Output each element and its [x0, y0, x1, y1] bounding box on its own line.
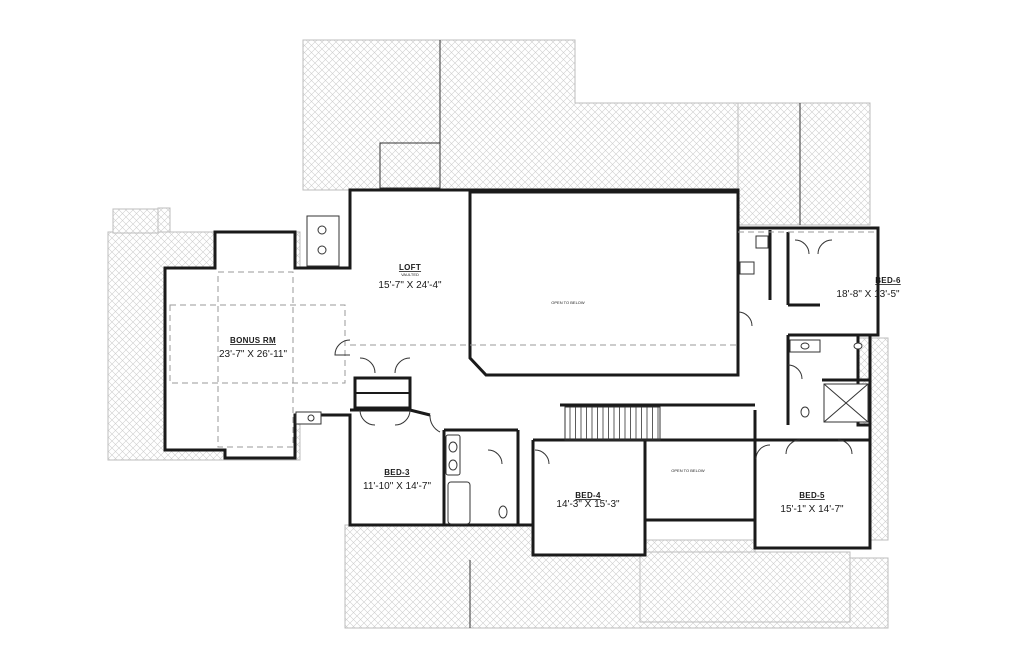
door-swing: [394, 409, 411, 426]
roof-bath-outline: [306, 215, 340, 267]
door-swing: [359, 409, 376, 426]
bed3-room-name: BED-3: [384, 468, 410, 477]
door-swing: [429, 414, 441, 433]
sink-icon: [307, 414, 315, 422]
open-to-below-2-label: OPEN TO BELOW: [671, 468, 705, 473]
roof-bottom-right: [639, 551, 851, 623]
dashed-lines: [169, 231, 878, 448]
vanity-bath6: [739, 261, 755, 275]
door-swing: [359, 357, 376, 374]
bath2-wall: [788, 333, 872, 425]
bonus-dashed-1: [217, 271, 294, 448]
shower-drain-line: [823, 383, 869, 423]
loft-room-note: VAULTED: [401, 272, 419, 277]
bed4-room-name: BED-4: [575, 491, 601, 500]
room-labels: BONUS RM 23'-7" X 26'-11" LOFT VAULTED 1…: [219, 263, 901, 515]
door-swing: [737, 311, 753, 327]
toilet-icon: [800, 406, 810, 418]
bed5-room-name: BED-5: [799, 491, 825, 500]
door-swing: [817, 239, 833, 255]
door-swing: [787, 364, 803, 380]
stair-run: [564, 406, 661, 441]
sink-icon: [317, 245, 327, 255]
open-to-below-1-label: OPEN TO BELOW: [551, 300, 585, 305]
bed6-room-name: BED-6: [875, 276, 901, 285]
sink-icon: [853, 342, 863, 350]
door-swing: [837, 439, 853, 455]
bed6-room-dim: 18'-8" X 13'-5": [836, 289, 900, 300]
roof-top-center: [302, 39, 739, 191]
door-swing: [534, 449, 550, 465]
fixtures: [295, 215, 869, 525]
roof-left-gable: [112, 208, 159, 234]
roof-lines: [379, 40, 801, 628]
bed5-room-dim: 15'-1" X 14'-7": [780, 504, 844, 515]
door-swing: [394, 357, 411, 374]
doors: [334, 239, 853, 465]
door-swing: [785, 439, 801, 455]
bonus-dashed-2: [169, 304, 346, 384]
loft-room-name: LOFT: [399, 263, 421, 272]
door-swing: [334, 339, 351, 356]
bed4-room-dim: 14'-3" X 15'-3": [556, 499, 620, 510]
bathtub-icon: [447, 481, 471, 525]
stairs: [564, 406, 661, 441]
bed3-room-dim: 11'-10" X 14'-7": [363, 481, 431, 492]
roof-top-right: [737, 102, 871, 226]
loft-room-dim: 15'-7" X 24'-4": [378, 280, 442, 291]
sink-icon: [317, 225, 327, 235]
door-swing: [487, 449, 503, 465]
bonus-room-name: BONUS RM: [230, 336, 276, 345]
bonus-room-dim: 23'-7" X 26'-11": [219, 349, 287, 360]
sink-icon: [448, 459, 458, 471]
toilet-bath6: [755, 235, 769, 249]
toilet-icon: [498, 505, 508, 519]
door-swing: [794, 239, 810, 255]
door-swing: [755, 444, 771, 460]
roof-chimney: [379, 142, 441, 189]
sink-icon: [448, 441, 458, 453]
walls: [163, 188, 880, 557]
stair-treads: [569, 407, 659, 440]
open-to-below-1-rail: [468, 190, 740, 377]
sink-icon: [800, 342, 810, 350]
